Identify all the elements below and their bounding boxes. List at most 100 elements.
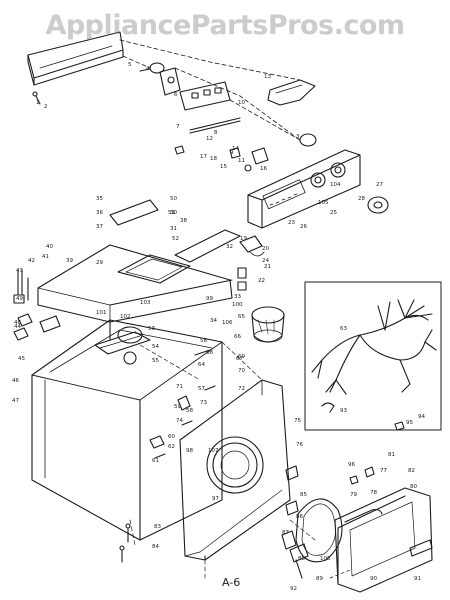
part-callout-46: 46 — [12, 378, 19, 384]
part-callout-3: 3 — [296, 134, 300, 140]
part-callout-49: 49 — [16, 296, 23, 302]
hood-bracket-left — [109, 199, 159, 226]
part-callout-20: 20 — [262, 246, 269, 252]
part-callout-19: 19 — [240, 236, 247, 242]
part-callout-34: 34 — [210, 318, 217, 324]
part-callout-75: 75 — [294, 418, 301, 424]
part-callout-72: 72 — [238, 386, 245, 392]
part-callout-7: 7 — [176, 124, 180, 130]
part-callout-10: 10 — [238, 100, 245, 106]
hood-screw — [32, 91, 41, 105]
part-callout-81: 81 — [388, 452, 395, 458]
part-callout-94: 94 — [418, 414, 425, 420]
part-callout-57: 57 — [198, 386, 205, 392]
part-callout-85: 85 — [300, 492, 307, 498]
part-callout-87: 87 — [282, 530, 289, 536]
part-callout-42: 42 — [28, 258, 35, 264]
part-callout-5: 5 — [128, 62, 132, 68]
part-callout-36: 36 — [96, 210, 103, 216]
part-callout-53: 53 — [148, 326, 155, 332]
part-callout-62: 62 — [168, 444, 175, 450]
door-hinge — [281, 530, 309, 579]
part-callout-96: 96 — [348, 462, 355, 468]
hinge-small-parts — [13, 313, 61, 341]
part-callout-99: 99 — [206, 296, 213, 302]
cabinet-inner-brace — [94, 331, 151, 355]
part-callout-105: 105 — [318, 200, 329, 206]
part-callout-98: 98 — [186, 448, 193, 454]
part-callout-88: 88 — [298, 556, 305, 562]
part-callout-89: 89 — [316, 576, 323, 582]
part-callout-6: 6 — [174, 92, 178, 98]
lid-hinge-plate — [174, 229, 241, 263]
front-panel-clips — [285, 465, 299, 516]
door-handle — [344, 508, 383, 523]
part-callout-8: 8 — [214, 130, 218, 136]
part-callout-21: 21 — [264, 264, 271, 270]
part-callout-35: 35 — [96, 196, 103, 202]
part-callout-55: 55 — [152, 358, 159, 364]
hood-rear-panel — [27, 31, 124, 86]
part-callout-27: 27 — [376, 182, 383, 188]
page-label: A-6 — [222, 576, 241, 589]
part-callout-54: 54 — [152, 344, 159, 350]
part-callout-60: 60 — [168, 434, 175, 440]
part-callout-86: 86 — [296, 514, 303, 520]
knob-small — [139, 62, 165, 74]
part-callout-17: 17 — [200, 154, 207, 160]
control-knob — [367, 196, 389, 214]
part-callout-107: 107 — [208, 448, 219, 454]
part-callout-84: 84 — [152, 544, 159, 550]
part-callout-61: 61 — [152, 458, 159, 464]
part-callout-106: 106 — [222, 320, 233, 326]
part-callout-18: 18 — [210, 156, 217, 162]
part-callout-103: 103 — [140, 300, 151, 306]
cabinet-side-screws — [149, 349, 216, 459]
part-callout-79: 79 — [350, 492, 357, 498]
part-callout-38: 38 — [180, 218, 187, 224]
part-callout-77: 77 — [380, 468, 387, 474]
door-seal — [295, 498, 343, 563]
part-callout-69: 69 — [238, 354, 245, 360]
part-callout-51: 51 — [168, 210, 175, 216]
part-callout-59: 59 — [174, 404, 181, 410]
part-callout-56: 56 — [200, 338, 207, 344]
part-callout-64: 64 — [198, 362, 205, 368]
top-cover — [37, 244, 233, 323]
left-post-screws — [13, 269, 29, 304]
part-callout-40: 40 — [46, 244, 53, 250]
part-callout-41: 41 — [42, 254, 49, 260]
part-callout-78: 78 — [370, 490, 377, 496]
part-callout-63: 63 — [340, 326, 347, 332]
part-callout-71: 71 — [176, 384, 183, 390]
part-callout-82: 82 — [408, 468, 415, 474]
part-callout-16: 16 — [260, 166, 267, 172]
dashed-leaders-top — [119, 39, 301, 141]
part-callout-76: 76 — [296, 442, 303, 448]
part-callout-44: 44 — [14, 324, 21, 330]
part-callout-47: 47 — [12, 398, 19, 404]
part-callout-65: 65 — [238, 314, 245, 320]
part-callout-45: 45 — [18, 356, 25, 362]
part-callout-70: 70 — [238, 368, 245, 374]
part-callout-28: 28 — [358, 196, 365, 202]
console-cover-13 — [267, 79, 316, 106]
cabinet-foot-screws — [119, 523, 131, 563]
part-callout-39: 39 — [66, 258, 73, 264]
lid-switch — [237, 235, 265, 291]
part-callout-66: 66 — [234, 334, 241, 340]
pump-bracket — [117, 326, 143, 365]
part-callout-26: 26 — [300, 224, 307, 230]
part-callout-30: 30 — [170, 210, 177, 216]
wiring-harness-box — [304, 281, 442, 431]
part-callout-1: 1 — [36, 100, 40, 106]
part-callout-12: 12 — [206, 136, 213, 142]
part-callout-24: 24 — [262, 258, 269, 264]
part-callout-108: 108 — [320, 556, 331, 562]
part-callout-67: 67 — [236, 356, 243, 362]
part-callout-73: 73 — [200, 400, 207, 406]
part-callout-31: 31 — [170, 226, 177, 232]
part-callout-74: 74 — [176, 418, 183, 424]
part-callout-37: 37 — [96, 224, 103, 230]
